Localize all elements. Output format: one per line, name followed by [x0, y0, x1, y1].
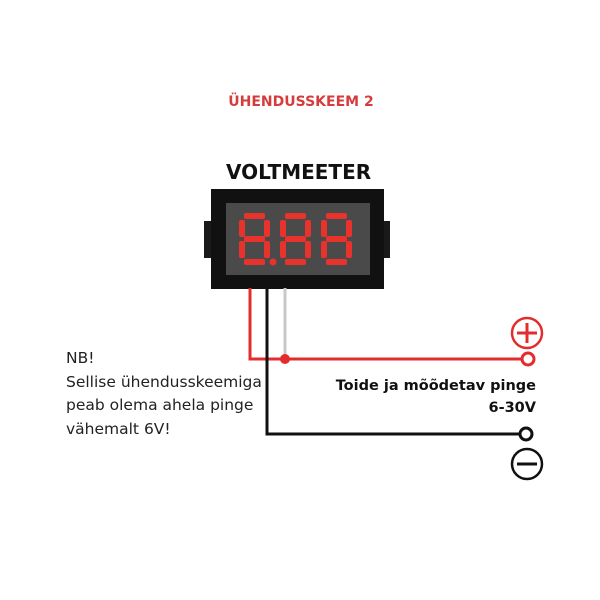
- segment-b: [264, 220, 270, 237]
- note-line: peab olema ahela pinge: [66, 396, 254, 414]
- voltmeter: [204, 189, 390, 289]
- voltmeter-label: VOLTMEETER: [226, 160, 372, 184]
- segment-c: [264, 241, 270, 258]
- segment-a: [285, 213, 306, 219]
- minus-icon: [510, 447, 544, 481]
- supply-label-line: Toide ja mõõdetav pinge: [335, 378, 536, 394]
- decimal-point: [269, 258, 277, 266]
- note-line: NB!: [66, 349, 95, 367]
- plus-icon: [510, 316, 544, 350]
- display-digits: [239, 213, 352, 266]
- wires: [248, 288, 528, 436]
- segment-e: [321, 241, 327, 258]
- left-mounting-tab: [204, 221, 214, 258]
- segment-c: [346, 241, 352, 258]
- warning-note: NB! Sellise ühendusskeemiga peab olema a…: [66, 347, 262, 441]
- segment-a: [244, 213, 265, 219]
- supply-label: Toide ja mõõdetav pinge 6-30V: [320, 375, 536, 419]
- segment-e: [280, 241, 286, 258]
- positive-terminal: [510, 316, 544, 367]
- segment-g: [285, 236, 306, 242]
- negative-terminal: [510, 426, 544, 481]
- segment-d: [326, 259, 347, 265]
- segment-b: [305, 220, 311, 237]
- segment-g: [326, 236, 347, 242]
- negative-terminal-ring: [518, 426, 534, 442]
- diagram-title: ÜHENDUSSKEEM 2: [228, 94, 374, 110]
- segment-c: [305, 241, 311, 258]
- junction-dot: [280, 354, 290, 364]
- positive-terminal-ring: [520, 351, 536, 367]
- segment-d: [285, 259, 306, 265]
- segment-a: [326, 213, 347, 219]
- segment-g: [244, 236, 265, 242]
- note-line: vähemalt 6V!: [66, 419, 171, 438]
- note-line: Sellise ühendusskeemiga: [66, 372, 262, 391]
- right-mounting-tab: [380, 221, 390, 258]
- segment-f: [280, 220, 286, 237]
- segment-f: [321, 220, 327, 237]
- segment-e: [239, 241, 245, 258]
- negative-wire: [265, 288, 526, 436]
- segment-d: [244, 259, 265, 265]
- segment-f: [239, 220, 245, 237]
- segment-b: [346, 220, 352, 237]
- positive-wire: [248, 288, 528, 361]
- supply-voltage-range: 6-30V: [488, 400, 536, 416]
